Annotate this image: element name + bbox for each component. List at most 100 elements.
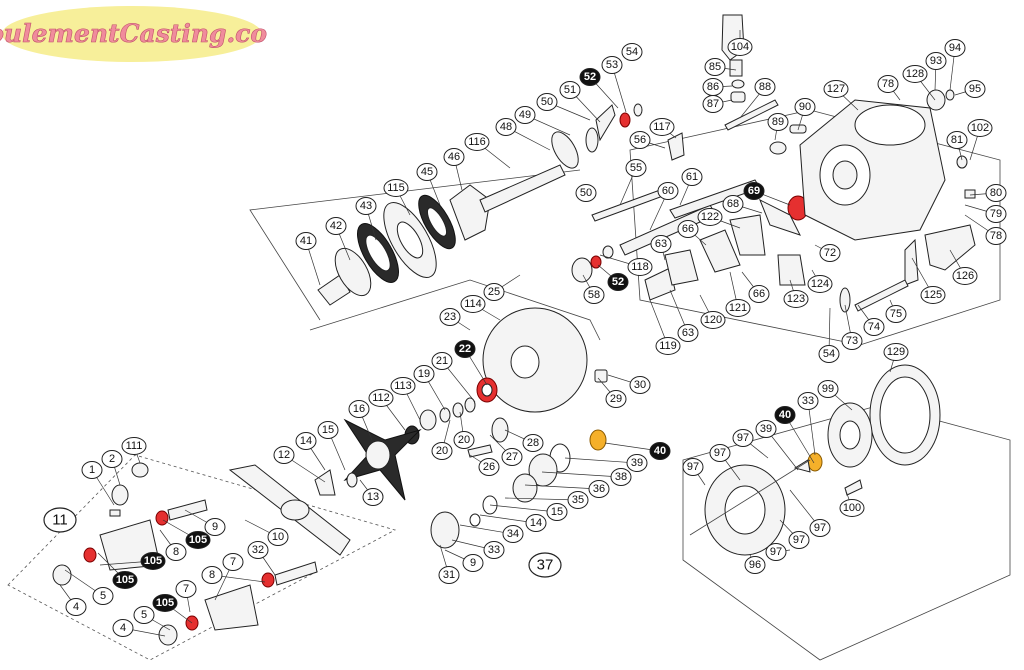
callout-number: 9 xyxy=(470,557,476,569)
callout-number: 40 xyxy=(654,445,666,457)
part-callout-54: 54 xyxy=(818,345,840,363)
part-callout-102: 102 xyxy=(967,119,993,137)
part-callout-105: 105 xyxy=(112,571,138,589)
callout-number: 95 xyxy=(969,83,981,95)
callout-number: 87 xyxy=(707,98,719,110)
callout-number: 66 xyxy=(682,223,694,235)
callout-bubble xyxy=(883,343,909,361)
callout-number: 1 xyxy=(89,464,95,476)
callout-bubble xyxy=(607,273,629,291)
part-callout-60: 60 xyxy=(657,182,679,200)
part-callout-105: 105 xyxy=(152,594,178,612)
callout-bubble xyxy=(807,275,833,293)
part-callout-42: 42 xyxy=(325,217,347,235)
callout-number: 105 xyxy=(144,555,162,567)
callout-bubble xyxy=(677,324,699,342)
group-number: 11 xyxy=(52,512,68,529)
callout-number: 43 xyxy=(360,200,372,212)
callout-number: 52 xyxy=(584,71,596,83)
callout-bubble xyxy=(877,75,899,93)
part-callout-4: 4 xyxy=(112,619,134,637)
callout-number: 45 xyxy=(421,166,433,178)
part-callout-43: 43 xyxy=(355,197,377,215)
callout-bubble xyxy=(478,458,500,476)
callout-number: 115 xyxy=(387,182,405,194)
callout-bubble xyxy=(175,580,197,598)
callout-bubble xyxy=(462,554,484,572)
part-callout-33: 33 xyxy=(797,392,819,410)
part-callout-55: 55 xyxy=(625,159,647,177)
callout-number: 49 xyxy=(519,109,531,121)
callout-number: 81 xyxy=(951,134,963,146)
part-callout-90: 90 xyxy=(794,98,816,116)
part-callout-129: 129 xyxy=(883,343,909,361)
callout-bubble xyxy=(502,525,524,543)
callout-number: 32 xyxy=(252,544,264,556)
callout-bubble xyxy=(946,131,968,149)
part-callout-30: 30 xyxy=(629,376,651,394)
callout-bubble xyxy=(702,95,724,113)
part-callout-27: 27 xyxy=(501,448,523,466)
callout-bubble xyxy=(152,594,178,612)
callout-number: 27 xyxy=(506,451,518,463)
callout-bubble xyxy=(629,131,651,149)
part-callout-8: 8 xyxy=(201,566,223,584)
callout-bubble xyxy=(295,232,317,250)
group-number: 37 xyxy=(537,557,554,574)
site-logo: RoulementCasting.com xyxy=(0,2,294,64)
callout-number: 13 xyxy=(367,491,379,503)
part-callout-68: 68 xyxy=(722,195,744,213)
callout-bubble xyxy=(626,454,648,472)
callout-bubble xyxy=(133,606,155,624)
callout-number: 4 xyxy=(120,622,126,634)
callout-number: 55 xyxy=(630,162,642,174)
callout-bubble xyxy=(902,65,928,83)
level-wind-assembly xyxy=(571,179,809,301)
part-callout-14: 14 xyxy=(295,432,317,450)
callout-bubble xyxy=(704,58,726,76)
part-callout-33: 33 xyxy=(483,541,505,559)
callout-number: 28 xyxy=(527,437,539,449)
part-callout-50: 50 xyxy=(575,184,597,202)
callout-number: 94 xyxy=(949,42,961,54)
part-callout-40: 40 xyxy=(649,442,671,460)
callout-bubble xyxy=(317,421,339,439)
part-callout-41: 41 xyxy=(295,232,317,250)
callout-bubble xyxy=(575,184,597,202)
part-callout-100: 100 xyxy=(839,499,865,517)
callout-bubble xyxy=(818,345,840,363)
part-callout-66: 66 xyxy=(748,285,770,303)
callout-bubble xyxy=(583,286,605,304)
callout-bubble xyxy=(682,458,704,476)
callout-bubble xyxy=(817,380,839,398)
callout-bubble xyxy=(92,587,114,605)
part-callout-28: 28 xyxy=(522,434,544,452)
callout-number: 54 xyxy=(823,348,835,360)
callout-number: 118 xyxy=(631,261,649,273)
callout-bubble xyxy=(65,598,87,616)
callout-bubble xyxy=(748,285,770,303)
callout-number: 126 xyxy=(956,270,974,282)
callout-number: 19 xyxy=(418,368,430,380)
callout-bubble xyxy=(601,56,623,74)
reel-frame xyxy=(799,89,976,313)
callout-bubble xyxy=(413,365,435,383)
callout-number: 52 xyxy=(612,276,624,288)
part-callout-52: 52 xyxy=(607,273,629,291)
part-callout-115: 115 xyxy=(383,179,409,197)
callout-number: 61 xyxy=(686,171,698,183)
part-callout-97: 97 xyxy=(682,458,704,476)
callout-number: 51 xyxy=(564,84,576,96)
callout-bubble xyxy=(605,390,627,408)
callout-bubble xyxy=(201,566,223,584)
part-callout-5: 5 xyxy=(133,606,155,624)
callout-number: 29 xyxy=(610,393,622,405)
callout-bubble xyxy=(920,286,946,304)
callout-number: 60 xyxy=(662,185,674,197)
callout-bubble xyxy=(579,68,601,86)
part-callout-97: 97 xyxy=(788,531,810,549)
part-callout-63: 63 xyxy=(677,324,699,342)
part-callout-69: 69 xyxy=(743,182,765,200)
part-callout-14: 14 xyxy=(525,514,547,532)
